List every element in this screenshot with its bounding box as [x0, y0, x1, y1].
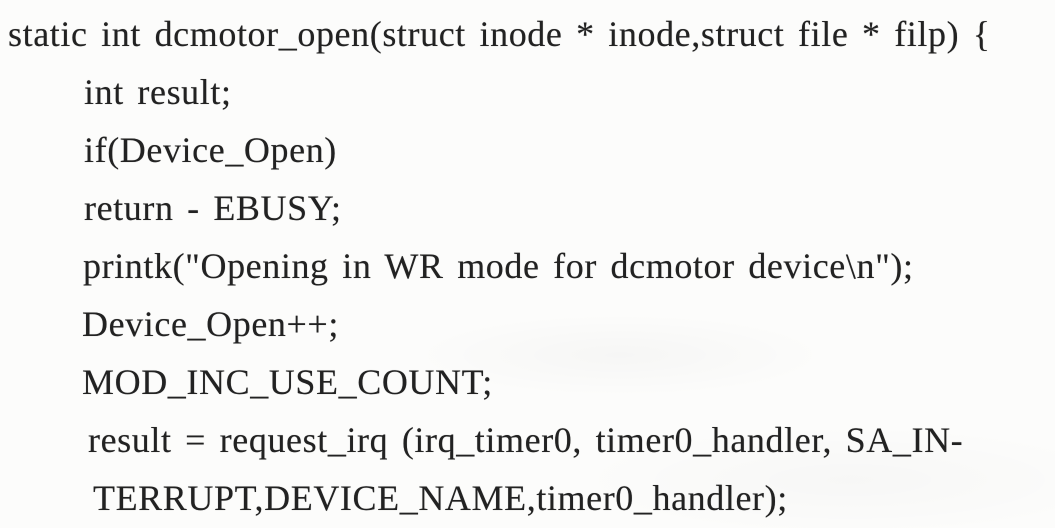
code-line: TERRUPT,DEVICE_NAME,timer0_handler); — [93, 478, 788, 518]
code-line: Device_Open++; — [82, 304, 339, 344]
code-listing: static int dcmotor_open(struct inode * i… — [0, 5, 1055, 527]
code-line: printk("Opening in WR mode for dcmotor d… — [83, 246, 914, 286]
code-line: MOD_INC_USE_COUNT; — [82, 362, 493, 402]
code-line: return - EBUSY; — [84, 188, 342, 228]
code-line: int result; — [84, 72, 232, 112]
code-line: static int dcmotor_open(struct inode * i… — [8, 14, 991, 54]
code-line: if(Device_Open) — [84, 130, 337, 170]
code-line: result = request_irq (irq_timer0, timer0… — [88, 420, 964, 460]
